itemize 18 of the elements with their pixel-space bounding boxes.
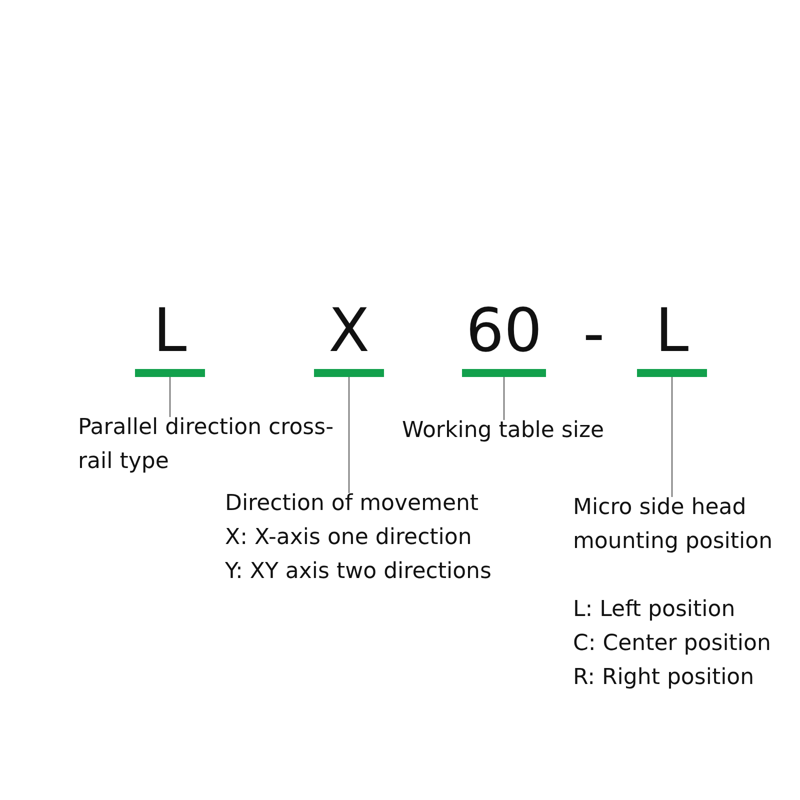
leader-line: [671, 377, 673, 497]
description-text: Parallel direction cross-rail type: [78, 414, 335, 476]
separator-dash: -: [583, 302, 605, 366]
code-character: 60: [466, 299, 542, 363]
leader-line: [169, 377, 171, 417]
code-character: L: [655, 299, 689, 363]
code-character: X: [328, 299, 370, 363]
description-text: Direction of movement: [225, 490, 480, 518]
option-text: C: Center position: [573, 630, 772, 658]
option-text: L: Left position: [573, 596, 736, 624]
leader-line: [503, 377, 505, 420]
description-text: Working table size: [402, 417, 606, 445]
option-text: X: X-axis one direction: [225, 524, 473, 552]
option-text: Y: XY axis two directions: [225, 558, 492, 586]
description-text: Micro side head mounting position: [573, 494, 774, 556]
code-character: L: [153, 299, 187, 363]
option-text: R: Right position: [573, 664, 756, 692]
leader-line: [348, 377, 350, 493]
